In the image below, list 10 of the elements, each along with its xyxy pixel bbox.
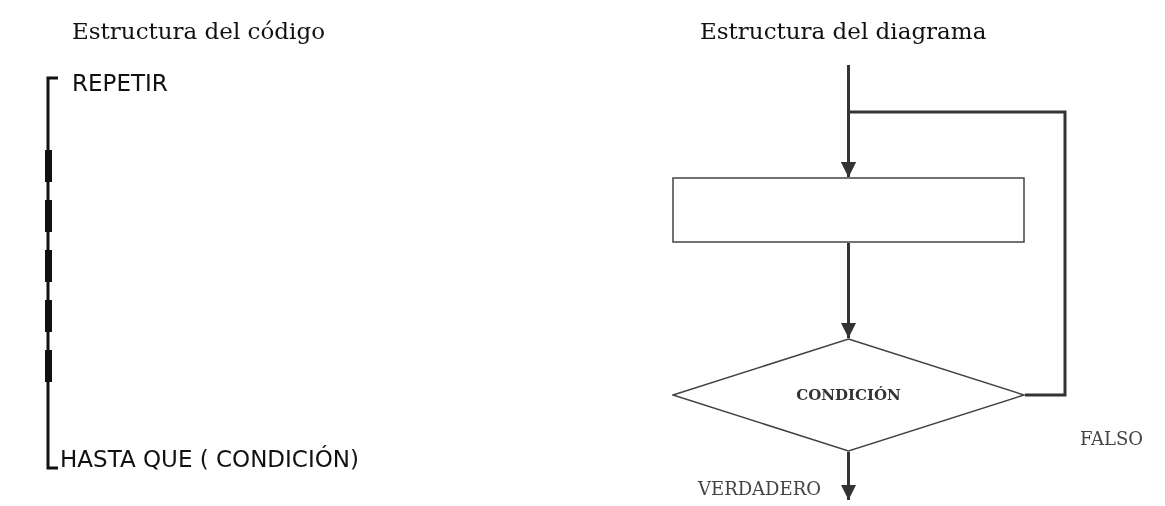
decision-diamond — [672, 338, 1025, 452]
condition-text: CONDICIÓN — [796, 386, 901, 404]
arrow — [841, 110, 1067, 397]
heading: Estructura del diagrama — [700, 18, 987, 44]
arrow — [841, 452, 856, 500]
arrow — [841, 243, 856, 338]
process-box — [672, 177, 1025, 243]
code-keyword: REPETIR — [72, 70, 168, 96]
heading: Estructura del código — [72, 18, 325, 44]
code-keyword: HASTA QUE ( CONDICIÓN) — [60, 446, 359, 472]
